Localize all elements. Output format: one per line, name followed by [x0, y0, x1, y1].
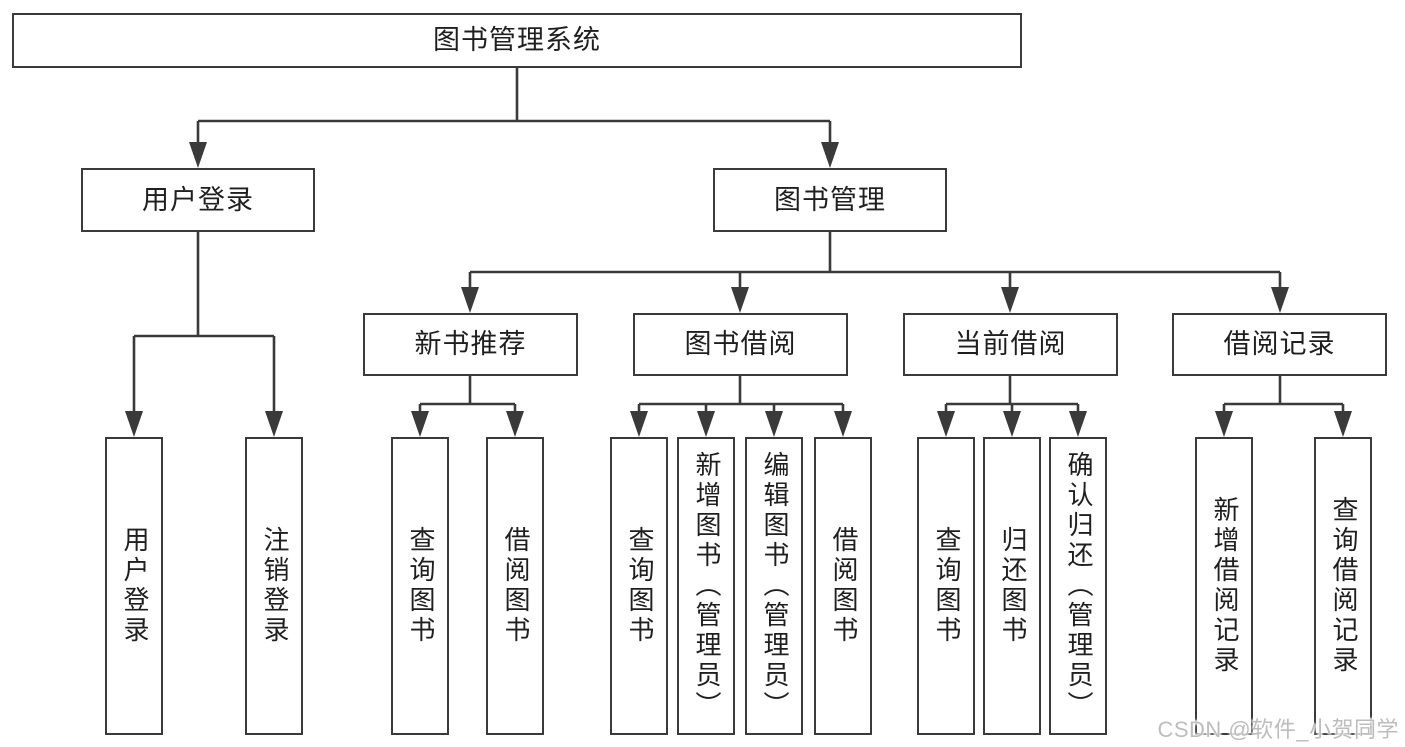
- leaf-query-books-current: 查询图书: [917, 437, 975, 735]
- leaf-edit-book-admin: 编辑图书（管理员）: [745, 437, 803, 735]
- connector-root-to-level2: [189, 68, 839, 168]
- leaf-add-book-admin: 新增图书（管理员）: [677, 437, 735, 735]
- node-user-login: 用户登录: [81, 168, 315, 232]
- connector-book-management-to-level3: [461, 232, 1289, 313]
- node-new-book-recommend: 新书推荐: [363, 313, 578, 376]
- leaf-logout: 注销登录: [245, 437, 303, 735]
- leaf-add-borrow-record-label: 新增借阅记录: [1209, 496, 1240, 676]
- node-book-borrow: 图书借阅: [633, 313, 848, 376]
- node-current-borrow-label: 当前借阅: [954, 329, 1067, 359]
- connector-user-login-group: [125, 232, 283, 437]
- connector-current-borrow-group: [937, 376, 1087, 437]
- leaf-query-books-borrow-label: 查询图书: [624, 526, 655, 646]
- node-new-book-recommend-label: 新书推荐: [414, 329, 527, 359]
- leaf-borrow-books-recommend: 借阅图书: [486, 437, 544, 735]
- leaf-confirm-return-admin-label: 确认归还（管理员）: [1063, 451, 1094, 721]
- node-book-borrow-label: 图书借阅: [684, 329, 797, 359]
- node-current-borrow: 当前借阅: [903, 313, 1118, 376]
- leaf-add-borrow-record: 新增借阅记录: [1195, 437, 1253, 735]
- node-user-login-label: 用户登录: [142, 184, 254, 215]
- connector-borrow-records-group: [1215, 376, 1352, 437]
- node-book-management: 图书管理: [713, 168, 947, 232]
- leaf-edit-book-admin-label: 编辑图书（管理员）: [759, 451, 790, 721]
- leaf-add-book-admin-label: 新增图书（管理员）: [691, 451, 722, 721]
- node-library-system-label: 图书管理系统: [433, 25, 601, 55]
- leaf-query-books-borrow: 查询图书: [610, 437, 668, 735]
- leaf-query-borrow-record-label: 查询借阅记录: [1328, 496, 1359, 676]
- leaf-query-books-recommend-label: 查询图书: [405, 526, 436, 646]
- leaf-query-books-recommend: 查询图书: [391, 437, 449, 735]
- leaf-borrow-books: 借阅图书: [814, 437, 872, 735]
- connector-new-book-recommend-group: [411, 376, 524, 437]
- csdn-watermark: CSDN @软件_小贺同学: [1157, 717, 1399, 742]
- leaf-confirm-return-admin: 确认归还（管理员）: [1049, 437, 1107, 735]
- leaf-return-book: 归还图书: [983, 437, 1041, 735]
- leaf-borrow-books-label: 借阅图书: [828, 526, 859, 646]
- node-library-system: 图书管理系统: [12, 13, 1022, 68]
- leaf-user-login-label: 用户登录: [119, 526, 150, 646]
- node-borrow-records-label: 借阅记录: [1223, 329, 1336, 359]
- leaf-query-books-current-label: 查询图书: [931, 526, 962, 646]
- connector-book-borrow-group: [630, 376, 852, 437]
- leaf-query-borrow-record: 查询借阅记录: [1314, 437, 1372, 735]
- leaf-logout-label: 注销登录: [259, 526, 290, 646]
- leaf-return-book-label: 归还图书: [997, 526, 1028, 646]
- leaf-borrow-books-recommend-label: 借阅图书: [500, 526, 531, 646]
- node-borrow-records: 借阅记录: [1172, 313, 1387, 376]
- node-book-management-label: 图书管理: [774, 184, 886, 215]
- leaf-user-login: 用户登录: [105, 437, 163, 735]
